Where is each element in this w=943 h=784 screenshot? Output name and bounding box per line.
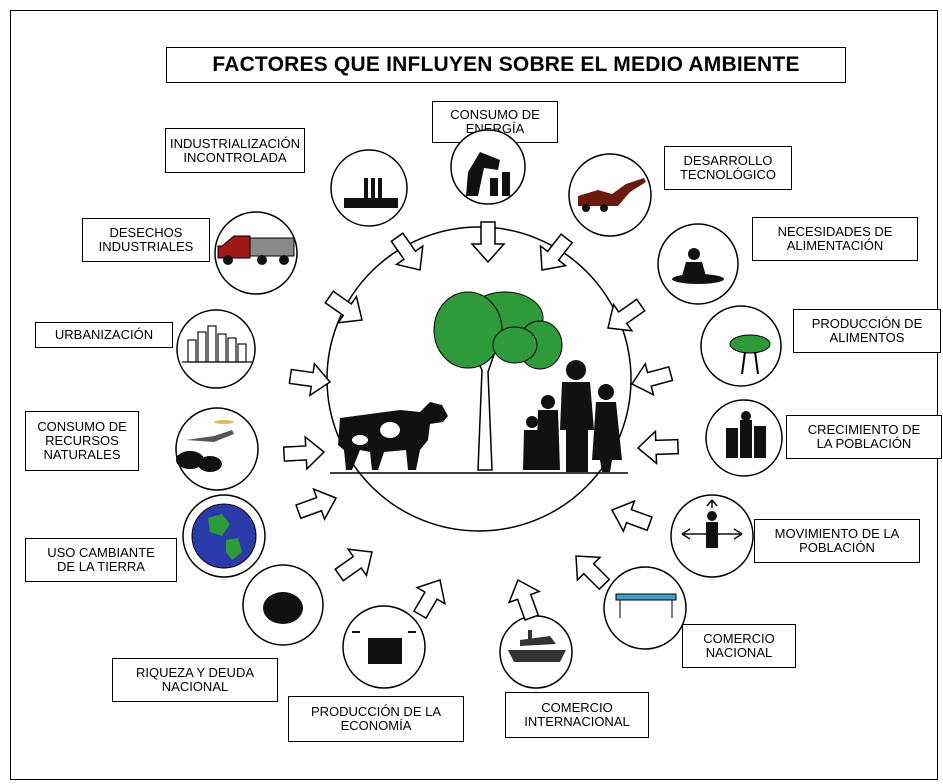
food-needs-icon <box>672 248 724 284</box>
label-industrializacion: INDUSTRIALIZACIÓN INCONTROLADA <box>165 128 305 173</box>
cow-icon <box>338 402 448 470</box>
label-comercio-internacional: COMERCIO INTERNACIONAL <box>505 692 649 738</box>
label-desarrollo: DESARROLLO TECNOLÓGICO <box>664 146 792 190</box>
label-uso-tierra: USO CAMBIANTE DE LA TIERRA <box>25 538 177 582</box>
page-title: FACTORES QUE INFLUYEN SOBRE EL MEDIO AMB… <box>166 47 846 83</box>
label-recursos: CONSUMO DE RECURSOS NATURALES <box>25 411 139 471</box>
truck-icon <box>217 235 295 265</box>
label-riqueza: RIQUEZA Y DEUDA NACIONAL <box>112 658 278 702</box>
family-icon <box>523 360 622 472</box>
city-icon <box>182 325 252 363</box>
label-produccion-alimentos: PRODUCCIÓN DE ALIMENTOS <box>793 309 941 353</box>
natural-resources-icon <box>176 420 234 472</box>
food-production-icon <box>729 334 771 375</box>
label-desechos: DESECHOS INDUSTRIALES <box>82 218 210 262</box>
energy-icon <box>466 152 510 196</box>
national-trade-icon <box>615 593 677 618</box>
international-trade-icon <box>508 630 566 662</box>
globe-icon <box>191 503 257 569</box>
label-necesidades: NECESIDADES DE ALIMENTACIÓN <box>752 217 918 261</box>
center-circle <box>326 226 632 532</box>
economy-icon <box>352 631 416 664</box>
population-growth-icon <box>726 411 766 458</box>
label-produccion-economia: PRODUCCIÓN DE LA ECONOMÍA <box>288 696 464 742</box>
tree-icon <box>433 291 563 471</box>
wealth-icon <box>263 592 303 624</box>
label-crecimiento: CRECIMIENTO DE LA POBLACIÓN <box>786 415 942 459</box>
machinery-icon <box>578 178 646 212</box>
label-comercio-nacional: COMERCIO NACIONAL <box>682 624 796 668</box>
label-movimiento: MOVIMIENTO DE LA POBLACIÓN <box>754 519 920 563</box>
factory-icon <box>344 178 398 208</box>
diagram-frame <box>10 10 938 780</box>
migration-icon <box>681 499 743 548</box>
label-urbanizacion: URBANIZACIÓN <box>35 322 173 348</box>
